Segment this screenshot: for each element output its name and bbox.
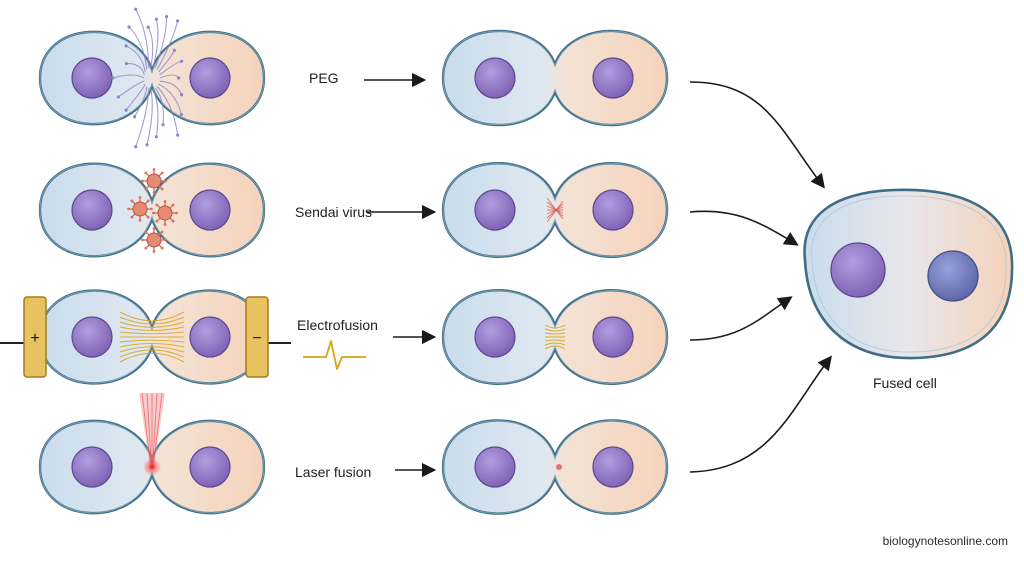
curved-arrow-sendai <box>689 210 799 246</box>
peg-polymer-strands <box>111 7 184 149</box>
curved-arrow-peg <box>689 81 825 189</box>
fused-cell-label: Fused cell <box>873 375 937 391</box>
virus-particle-icon <box>152 200 178 226</box>
nucleus <box>474 446 516 488</box>
fused-cell <box>803 188 1014 360</box>
electric-field-lines <box>119 311 185 363</box>
nucleus <box>592 57 634 99</box>
nucleus <box>71 57 113 99</box>
credit-text: biologynotesonline.com <box>882 534 1008 548</box>
nucleus <box>189 189 231 231</box>
negative-electrode-sign: − <box>252 330 261 347</box>
method-label-laser-fusion: Laser fusion <box>295 464 372 480</box>
nucleus <box>71 446 113 488</box>
nucleus <box>830 242 886 298</box>
nucleus <box>592 446 634 488</box>
method-label-peg: PEG <box>309 70 339 86</box>
nucleus <box>474 316 516 358</box>
cell-pair-peg-before <box>38 30 266 126</box>
laser-beam <box>139 392 165 476</box>
cell-pair-laser-after <box>441 419 669 515</box>
nucleus <box>189 57 231 99</box>
method-label-sendai-virus: Sendai virus <box>295 204 373 220</box>
cell-pair-peg-after <box>441 29 669 127</box>
sendai-virus-particles <box>127 168 178 253</box>
positive-electrode-sign: + <box>30 330 39 347</box>
laser-fusion-spot <box>556 464 562 470</box>
nucleus <box>592 316 634 358</box>
method-label-electrofusion: Electrofusion <box>297 317 378 333</box>
virus-particle-icon <box>127 196 153 222</box>
nucleus <box>927 250 979 302</box>
virus-particle-icon <box>141 227 167 253</box>
virus-particle-icon <box>141 168 167 194</box>
nucleus <box>474 189 516 231</box>
positive-electrode: + <box>0 296 47 378</box>
nucleus <box>71 189 113 231</box>
curved-arrow-laser <box>689 355 832 473</box>
negative-electrode: − <box>245 296 291 378</box>
nucleus <box>189 316 231 358</box>
nucleus <box>474 57 516 99</box>
electro-fusion-site <box>544 324 566 350</box>
nucleus <box>189 446 231 488</box>
nucleus <box>71 316 113 358</box>
nucleus <box>592 189 634 231</box>
electric-pulse-icon <box>303 340 366 370</box>
sendai-fusion-site <box>546 197 564 223</box>
curved-arrow-electrofusion <box>689 296 793 341</box>
